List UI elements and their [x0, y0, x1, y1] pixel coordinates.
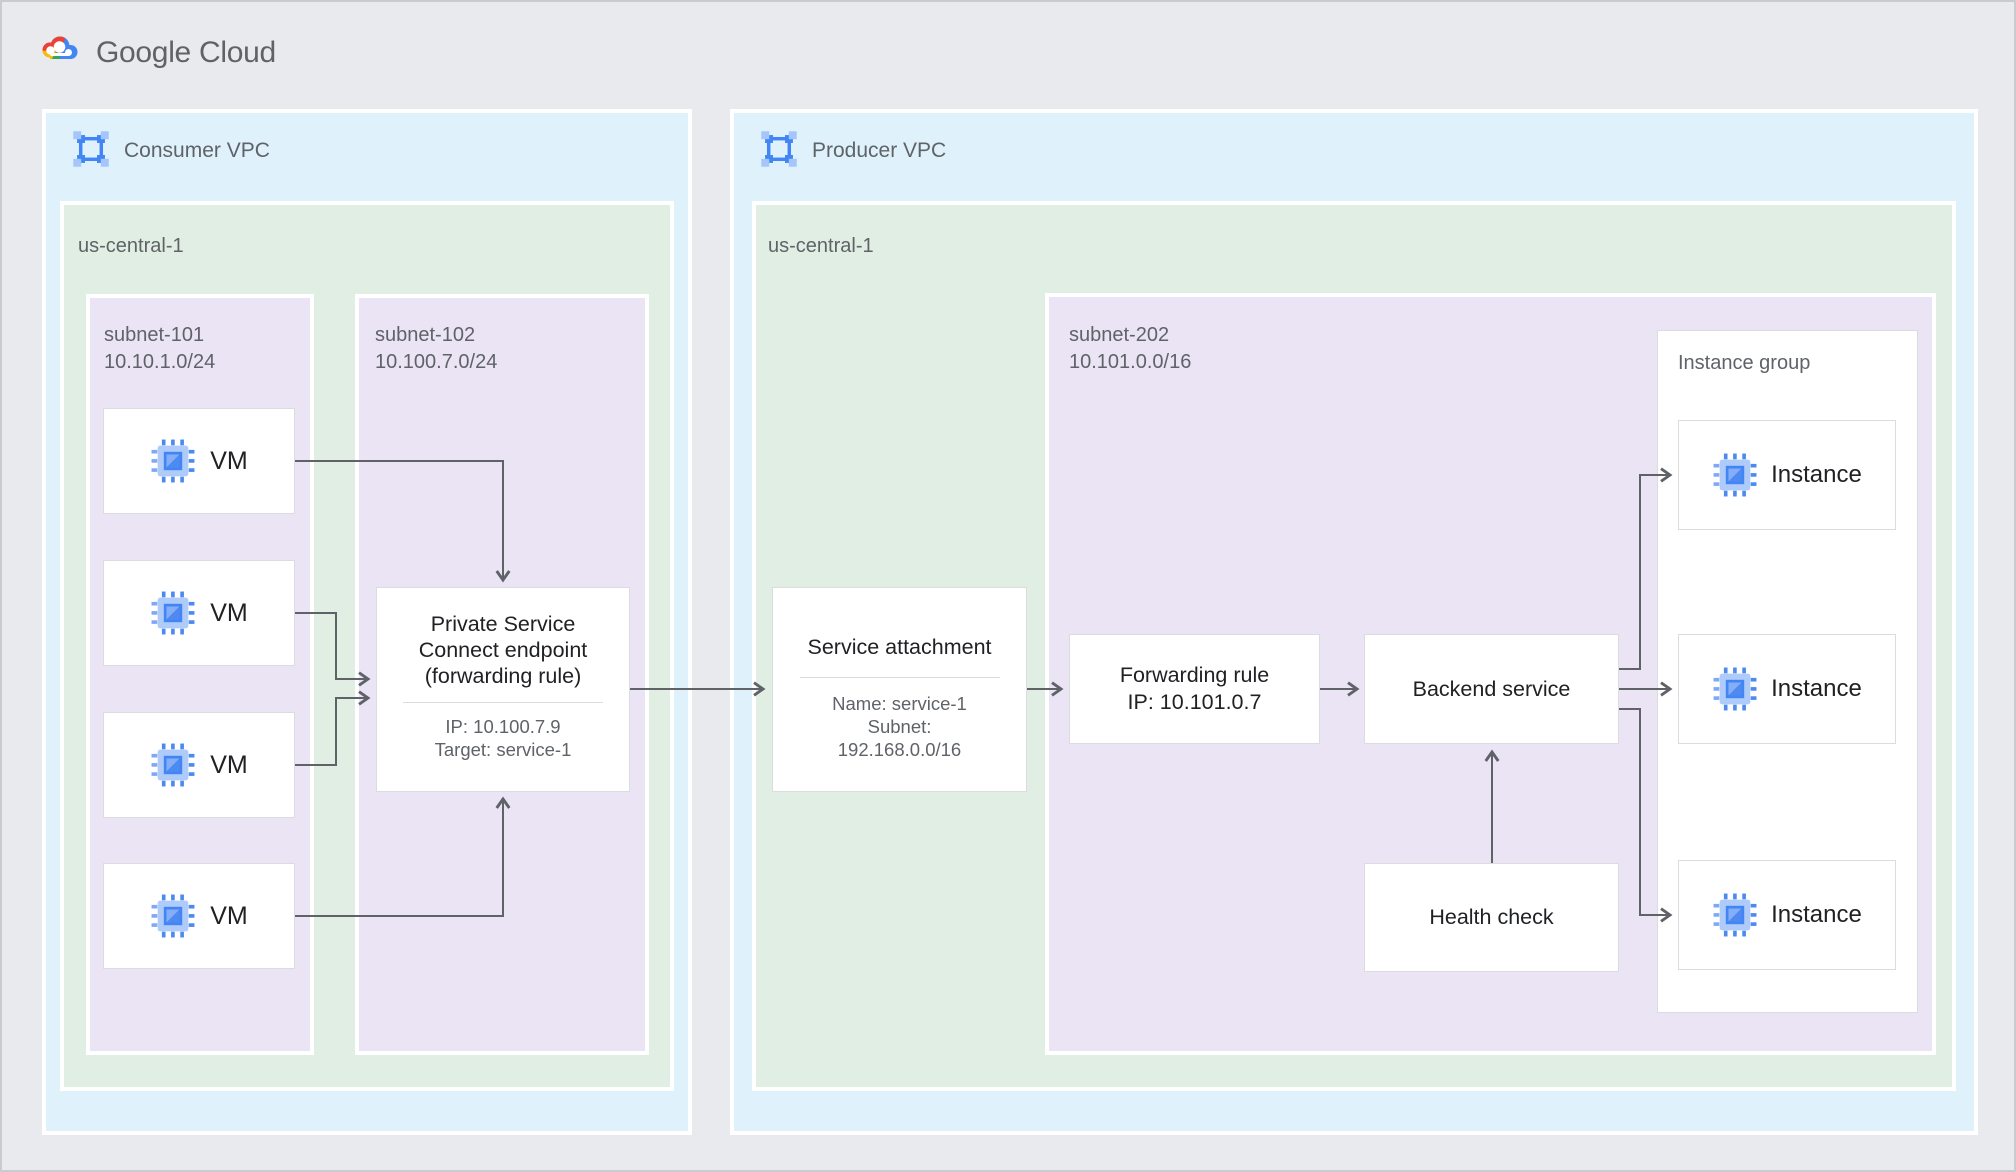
vm-label: VM: [210, 446, 248, 475]
psc-endpoint-target: Target: service-1: [434, 739, 572, 760]
subnet-102-label: subnet-102 10.100.7.0/24: [375, 322, 497, 376]
instance-group-label: Instance group: [1678, 352, 1811, 374]
subnet-102-cidr: 10.100.7.0/24: [375, 351, 498, 373]
vm-node-1: VM: [103, 408, 295, 514]
vpc-icon: [761, 131, 797, 167]
divider: [799, 677, 1000, 678]
psc-endpoint-title: Private Service Connect endpoint (forwar…: [418, 612, 588, 688]
compute-engine-icon: [151, 894, 195, 938]
psc-endpoint-ip: IP: 10.100.7.9: [445, 716, 561, 737]
vm-node-3: VM: [103, 712, 295, 818]
service-attachment-title: Service attachment: [807, 635, 992, 659]
instance-label: Instance: [1771, 901, 1862, 928]
subnet-101-cidr: 10.10.1.0/24: [104, 351, 216, 373]
backend-service-label: Backend service: [1412, 676, 1571, 701]
service-attachment-node: Service attachment Name: service-1 Subne…: [772, 587, 1027, 792]
instance-node-1: Instance: [1678, 420, 1896, 530]
subnet-202-name: subnet-202: [1069, 324, 1170, 346]
subnet-102-name: subnet-102: [375, 324, 476, 346]
health-check-label: Health check: [1429, 905, 1554, 929]
vm-node-4: VM: [103, 863, 295, 969]
vm-label: VM: [210, 598, 248, 627]
compute-engine-icon: [1713, 453, 1757, 497]
consumer-vpc-label: Consumer VPC: [124, 139, 270, 162]
compute-engine-icon: [1713, 893, 1757, 937]
instance-node-3: Instance: [1678, 860, 1896, 970]
vpc-icon: [73, 131, 109, 167]
instance-node-2: Instance: [1678, 634, 1896, 744]
consumer-region-label: us-central-1: [78, 235, 184, 257]
vm-node-2: VM: [103, 560, 295, 666]
subnet-101-label: subnet-101 10.10.1.0/24: [104, 322, 215, 376]
vm-label: VM: [210, 750, 248, 779]
subnet-101-name: subnet-101: [104, 324, 205, 346]
forwarding-rule-node: Forwarding rule IP: 10.101.0.7: [1069, 634, 1320, 744]
compute-engine-icon: [1713, 667, 1757, 711]
backend-service-node: Backend service: [1364, 634, 1619, 744]
vm-label: VM: [210, 901, 248, 930]
subnet-202-cidr: 10.101.0.0/16: [1069, 351, 1192, 373]
forwarding-rule-ip: IP: 10.101.0.7: [1127, 690, 1262, 714]
service-attachment-subnet-cidr: 192.168.0.0/16: [837, 739, 962, 760]
psc-endpoint-node: Private Service Connect endpoint (forwar…: [376, 587, 630, 792]
producer-vpc-label: Producer VPC: [812, 139, 947, 162]
subnet-202-label: subnet-202 10.101.0.0/16: [1069, 322, 1191, 376]
google-cloud-logo-text: Google Cloud: [96, 36, 276, 69]
producer-region-label: us-central-1: [768, 235, 874, 257]
service-attachment-subnet-label: Subnet:: [867, 716, 932, 737]
divider: [403, 702, 603, 703]
compute-engine-icon: [151, 591, 195, 635]
service-attachment-name: Name: service-1: [832, 693, 967, 714]
compute-engine-icon: [151, 743, 195, 787]
instance-label: Instance: [1771, 675, 1862, 702]
forwarding-rule-title: Forwarding rule: [1119, 663, 1270, 687]
google-cloud-logo-icon: [42, 36, 78, 59]
compute-engine-icon: [151, 439, 195, 483]
instance-label: Instance: [1771, 461, 1862, 488]
health-check-node: Health check: [1364, 863, 1619, 972]
